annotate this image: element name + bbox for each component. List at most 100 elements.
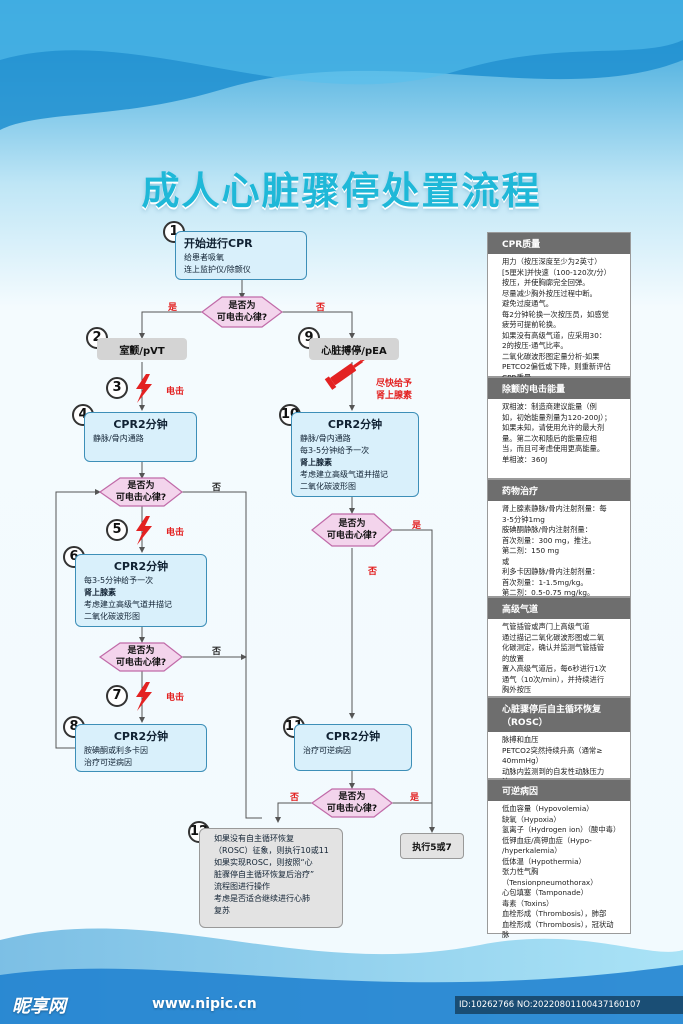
- sidebar-section: 可逆病因低血容量（Hypovolemia）缺氧（Hypoxia）氢离子（Hydr…: [487, 779, 631, 939]
- step-1-title: 开始进行CPR: [184, 237, 253, 250]
- step-6-title: CPR2分钟: [113, 560, 169, 573]
- site-url: www.nipic.cn: [152, 996, 257, 1012]
- decision-shockable-2: 是否为可电击心律?: [100, 478, 182, 506]
- sidebar-line: 第二剂：150 mg: [502, 546, 560, 555]
- sidebar-line: 利多卡因静脉/骨内注射剂量：: [502, 567, 600, 576]
- step-11-line: 治疗可逆病因: [303, 746, 351, 755]
- step-12-line: 如果实现ROSC，则按照“心: [214, 858, 313, 867]
- sidebar-section-heading: 高级气道: [488, 598, 630, 619]
- step-5-shock: 电击: [166, 528, 185, 538]
- no-label: 否: [316, 303, 326, 313]
- sidebar-section-body: 用力（按压深度至少为2英寸）[5厘米]并快速（100-120次/分）按压，并使胸…: [488, 254, 630, 388]
- sidebar-line: 首次剂量：1-1.5mg/kg。: [502, 577, 588, 587]
- sidebar-section: CPR质量用力（按压深度至少为2英寸）[5厘米]并快速（100-120次/分）按…: [487, 232, 631, 382]
- sidebar-line: 血栓形成（Thrombosis），肺部: [502, 909, 607, 918]
- step-number-7: 7: [106, 685, 128, 707]
- sidebar-line: 尽量减少胸外按压过程中断。: [502, 288, 597, 298]
- step-4-title: CPR2分钟: [113, 418, 168, 431]
- decision-shockable-3: 是否为可电击心律?: [100, 643, 182, 671]
- decision-line: 是否为: [228, 301, 256, 311]
- sidebar-line: 血栓形成（Thrombosis），冠状动: [502, 919, 614, 929]
- step-2-vf-pvt: 室颤/pVT: [97, 338, 187, 360]
- sidebar-line: 二氧化碳波形图定量分析-如果: [502, 351, 600, 361]
- step-10-cpr: CPR2分钟 静脉/骨内通路 每3-5分钟给予一次 肾上腺素 考虑建立高级气道并…: [291, 412, 419, 497]
- decision-shockable-4: 是否为可电击心律?: [312, 514, 392, 546]
- no-label: 否: [290, 793, 300, 803]
- decision-line: 可电击心律?: [326, 531, 378, 541]
- sidebar-line: 首次剂量：300 mg，推注。: [502, 535, 596, 545]
- sidebar-line: 张力性气胸: [502, 867, 539, 876]
- decision-line: 可电击心律?: [326, 804, 378, 814]
- step-4-line: 静脉/骨内通路: [93, 434, 144, 443]
- sidebar-line: 按压，并使胸廓完全回弹。: [502, 278, 590, 287]
- sidebar-line: 胸外按压: [502, 685, 532, 694]
- step-12-line: 如果没有自主循环恢复: [214, 834, 294, 843]
- lightning-icon: [136, 374, 152, 711]
- sidebar-line: PETCO2突然持续升高（通常≥: [502, 745, 603, 755]
- step-number-5: 5: [106, 519, 128, 541]
- sidebar-section-heading: 除颤的电击能量: [488, 378, 630, 399]
- step-12-rosc-check: 如果没有自主循环恢复 （ROSC）征象，则执行10或11 如果实现ROSC，则按…: [199, 828, 343, 928]
- step-1-line: 连上监护仪/除颤仪: [184, 265, 251, 274]
- sidebar-line: 双相波：制造商建议能量（例: [502, 402, 597, 411]
- decision-line: 可电击心律?: [115, 658, 167, 668]
- image-id-bar: ID:10262766 NO:20220801100437160107: [455, 996, 683, 1014]
- sidebar-line: 化碳测定，确认并监测气管插管: [502, 643, 605, 652]
- sidebar-line: 如，初始能量剂量为120-200J）；: [502, 412, 612, 422]
- sidebar-section-body: 双相波：制造商建议能量（例如，初始能量剂量为120-200J）；如果未知，请使用…: [488, 399, 630, 470]
- sidebar-line: PETCO2偏低或下降，则重新评估: [502, 362, 611, 371]
- step-11-title: CPR2分钟: [325, 730, 381, 743]
- step-9-asystole-pea: 心脏搏停/pEA: [309, 338, 399, 360]
- yes-label: 是: [412, 521, 422, 531]
- decision-shockable-1: 是否为可电击心律?: [202, 297, 282, 327]
- step-6-line: 二氧化碳波形图: [84, 612, 140, 621]
- decision-line: 可电击心律?: [216, 313, 268, 323]
- decision-line: 可电击心律?: [115, 493, 167, 503]
- sidebar-line: 氢离子（Hydrogen ion）（酸中毒）: [502, 825, 621, 834]
- no-label: 否: [212, 647, 222, 657]
- sidebar-line: 毒素（Toxins）: [502, 898, 554, 908]
- step-6-line: 每3-5分钟给予一次: [84, 576, 154, 585]
- step-8-title: CPR2分钟: [113, 730, 169, 743]
- sidebar-line: 如果没有高级气道，应采用30：: [502, 330, 607, 340]
- step-3-shock: 电击: [166, 387, 185, 397]
- sidebar-line: 单相波：360J: [502, 454, 548, 464]
- sidebar-line: /hyperkalemia）: [502, 846, 562, 855]
- sidebar-line: 每2分钟轮换一次按压员，如感觉: [502, 309, 609, 319]
- yes-label: 是: [168, 303, 178, 313]
- sidebar-line: 如果未知，请使用允许的最大剂: [502, 423, 605, 432]
- sidebar-line: 脉搏和血压: [502, 735, 539, 744]
- step-12-line: （ROSC）征象，则执行10或11: [214, 846, 329, 855]
- yes-label: 是: [410, 793, 420, 803]
- sidebar-line: 疲劳可提前轮换。: [502, 320, 561, 329]
- sidebar-line: 通过描记二氧化碳波形图或二氧: [502, 632, 605, 642]
- sidebar-line: 低体温（Hypothermia）: [502, 856, 586, 866]
- sidebar-line: 心包填塞（Tamponade）: [502, 888, 588, 897]
- step-11-cpr: CPR2分钟 治疗可逆病因: [294, 724, 412, 771]
- sidebar-section: 高级气道气管插管或声门上高级气道通过描记二氧化碳波形图或二氧化碳测定，确认并监测…: [487, 597, 631, 697]
- step-6-epinephrine: 肾上腺素: [84, 588, 116, 597]
- site-logo: 昵享网: [12, 996, 66, 1017]
- decision-shockable-5: 是否为可电击心律?: [312, 789, 392, 817]
- sidebar-line: 或: [502, 556, 510, 566]
- sidebar-line: 低血容量（Hypovolemia）: [502, 804, 594, 813]
- sidebar-line: 避免过度通气。: [502, 299, 554, 308]
- sidebar-line: 当，而且可考虑使用更高能量。: [502, 444, 605, 453]
- step-1-start-cpr: 开始进行CPR 给患者吸氧 连上监护仪/除颤仪: [175, 231, 307, 280]
- sidebar-line: 低钾血症/高钾血症（Hypo-: [502, 835, 592, 845]
- sidebar-line: 40mmHg）: [502, 756, 543, 765]
- sidebar-line: （Tensionpneumothorax）: [502, 877, 598, 887]
- sidebar-line: 2的按压-通气比率。: [502, 341, 568, 350]
- sidebar-section-heading: 药物治疗: [488, 480, 630, 501]
- step-12-line: 考虑是否适合继续进行心肺: [214, 894, 310, 903]
- step-10-line: 静脉/骨内通路: [300, 434, 351, 443]
- sidebar-line: 肾上腺素静脉/骨内注射剂量：每: [502, 504, 607, 513]
- step-4-cpr: CPR2分钟 静脉/骨内通路: [84, 412, 197, 462]
- step-8-line: 胺碘酮或利多卡因: [84, 746, 148, 755]
- sidebar-line: 3-5分钟1mg: [502, 514, 545, 524]
- sidebar-line: 通气（10次/min），并持续进行: [502, 674, 605, 684]
- page-title: 成人心脏骤停处置流程: [141, 169, 542, 213]
